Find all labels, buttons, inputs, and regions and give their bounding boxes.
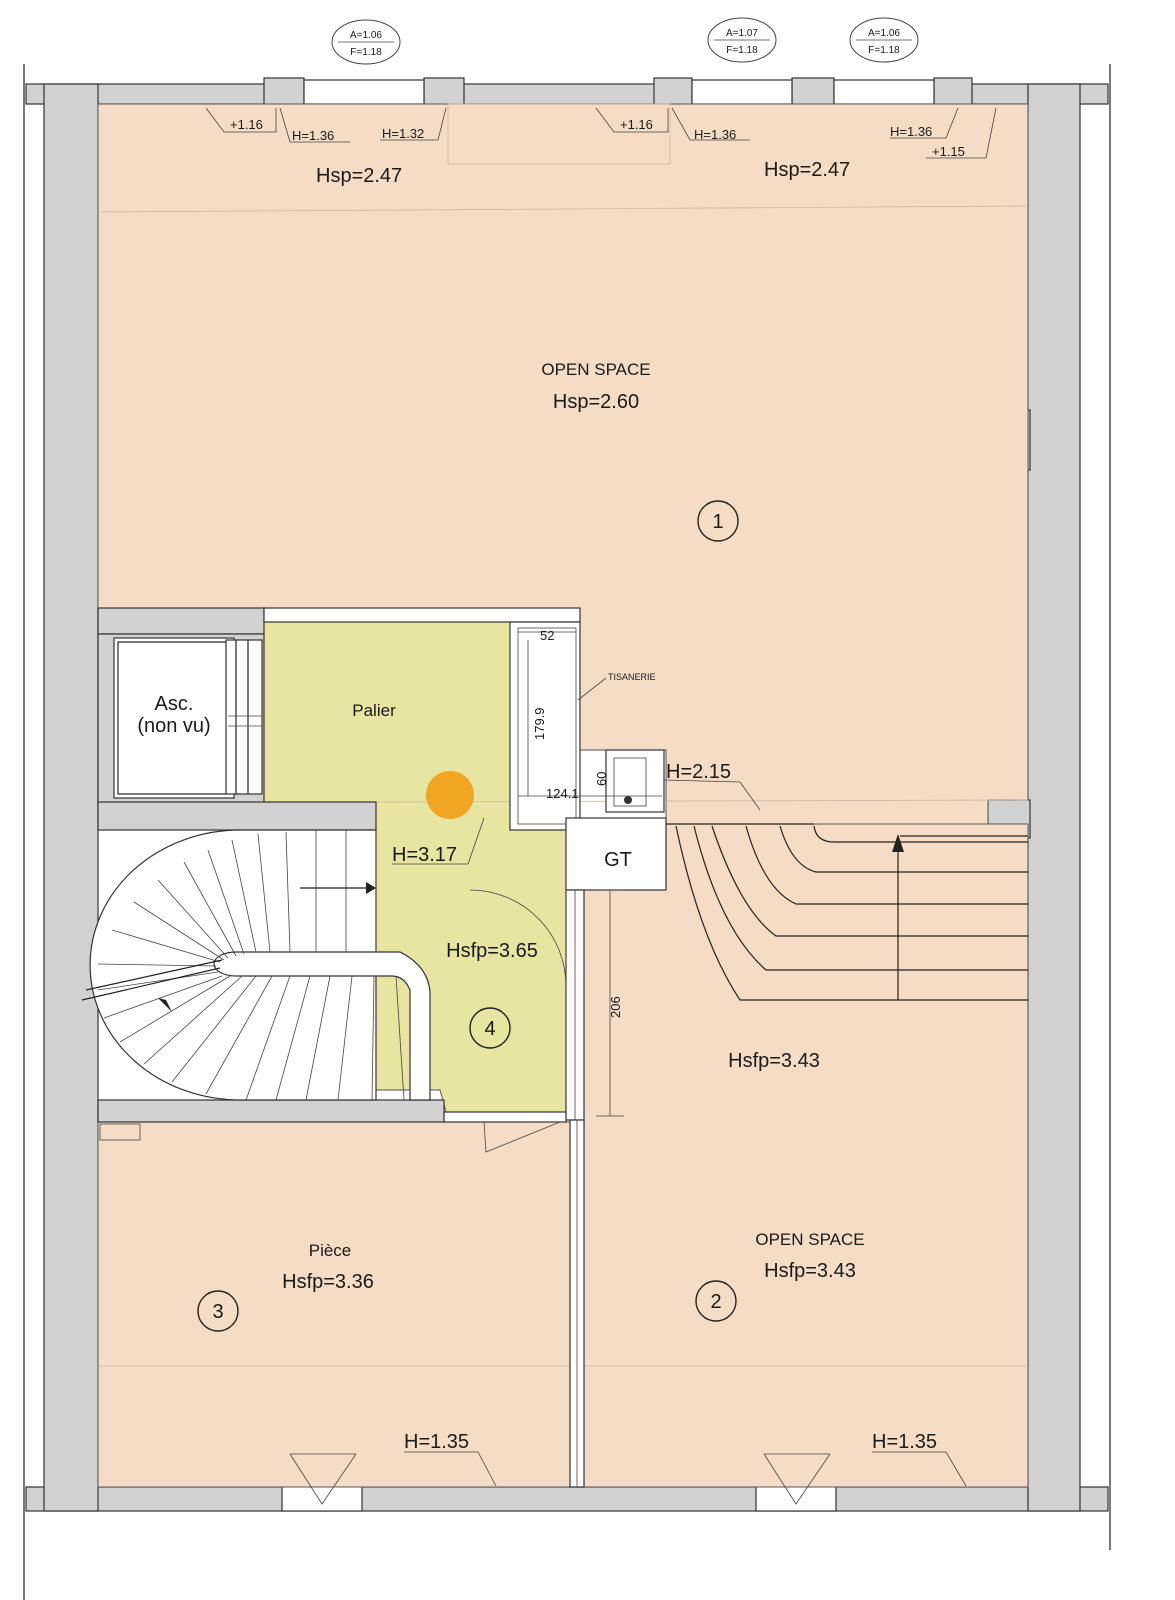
window-height-2: H=1.32 bbox=[382, 126, 424, 141]
room-3-name: Pièce bbox=[309, 1241, 352, 1260]
window-height-4: H=1.36 bbox=[890, 124, 932, 139]
dim-179: 179.9 bbox=[532, 707, 547, 740]
room-2-name: OPEN SPACE bbox=[755, 1230, 864, 1249]
room-4-number-circle bbox=[469, 1007, 511, 1049]
elevator-labels: Asc. (non vu) bbox=[137, 693, 210, 737]
marker-dot bbox=[426, 771, 474, 819]
room-2-open-space bbox=[565, 823, 1029, 1488]
window-3-f: F=1.18 bbox=[868, 45, 900, 56]
elevator-label-2: (non vu) bbox=[137, 715, 210, 737]
rooms bbox=[97, 103, 1029, 1488]
stair-lobby-labels: Hsfp=3.43 bbox=[728, 1050, 820, 1072]
room-1-name: OPEN SPACE bbox=[541, 360, 650, 379]
room-2-height: Hsfp=3.43 bbox=[764, 1260, 856, 1282]
landing-name: Palier bbox=[352, 701, 396, 720]
room-4-number: 4 bbox=[484, 1018, 495, 1040]
window-3-a: A=1.06 bbox=[868, 28, 900, 39]
window-1-f: F=1.18 bbox=[350, 47, 382, 58]
elevator-shaft bbox=[113, 637, 235, 799]
kitchenette-name: TISANERIE bbox=[608, 672, 656, 682]
sink bbox=[605, 749, 665, 813]
room-3-piece bbox=[97, 1121, 573, 1488]
room-3-height: Hsfp=3.36 bbox=[282, 1271, 374, 1293]
room-1-height: Hsp=2.60 bbox=[553, 391, 639, 413]
window-height-bottom-left: H=1.35 bbox=[404, 1431, 469, 1453]
room-1-number-circle bbox=[697, 500, 739, 542]
sill-height-2: +1.16 bbox=[620, 117, 653, 132]
window-tag-2: A=1.07 F=1.18 bbox=[707, 17, 777, 63]
room-2-number-circle bbox=[695, 1280, 737, 1322]
window-2-a: A=1.07 bbox=[726, 28, 758, 39]
dimension-labels: 52 179.9 124.1 60 206 bbox=[532, 628, 623, 1018]
top-annotations: +1.16 H=1.36 H=1.32 +1.16 H=1.36 H=1.36 … bbox=[230, 117, 965, 187]
room-2-number: 2 bbox=[710, 1291, 721, 1313]
hsp-right: Hsp=2.47 bbox=[764, 159, 850, 181]
dim-124: 124.1 bbox=[546, 786, 579, 801]
room-3-labels: Pièce Hsfp=3.36 3 bbox=[197, 1241, 374, 1332]
sill-height-1: +1.16 bbox=[230, 117, 263, 132]
dimension-lines bbox=[205, 107, 997, 1505]
stair-lobby-height: Hsfp=3.43 bbox=[728, 1050, 820, 1072]
room-3-number: 3 bbox=[212, 1301, 223, 1323]
window-2-f: F=1.18 bbox=[726, 45, 758, 56]
spiral-stair bbox=[81, 829, 431, 1101]
landing-height: H=3.17 bbox=[392, 844, 457, 866]
dim-52: 52 bbox=[540, 628, 554, 643]
dim-60: 60 bbox=[594, 772, 609, 786]
window-height-bottom-right: H=1.35 bbox=[872, 1431, 937, 1453]
window-tag-3: A=1.06 F=1.18 bbox=[849, 17, 919, 63]
kitchenette-height: H=2.15 bbox=[666, 761, 731, 783]
hsp-left: Hsp=2.47 bbox=[316, 165, 402, 187]
room-4-height: Hsfp=3.65 bbox=[446, 940, 538, 962]
room-1-labels: OPEN SPACE Hsp=2.60 1 bbox=[541, 360, 739, 542]
landing-labels: Palier H=3.17 bbox=[352, 701, 474, 866]
room-1-number: 1 bbox=[712, 511, 723, 533]
gt-cupboard bbox=[565, 817, 667, 891]
elevator-label-1: Asc. bbox=[155, 693, 194, 715]
window-1-a: A=1.06 bbox=[350, 30, 382, 41]
room-3-number-circle bbox=[197, 1290, 239, 1332]
room-4-labels: Hsfp=3.65 4 bbox=[446, 940, 538, 1049]
straight-stair bbox=[666, 823, 1028, 1001]
gt-label: GT bbox=[604, 849, 632, 871]
internal-walls bbox=[97, 607, 667, 1488]
room-2-labels: OPEN SPACE Hsfp=3.43 2 bbox=[695, 1230, 865, 1322]
sill-height-3: +1.15 bbox=[932, 144, 965, 159]
kitchenette-labels: TISANERIE H=2.15 GT bbox=[604, 672, 731, 871]
dim-206: 206 bbox=[608, 996, 623, 1018]
window-tag-1: A=1.06 F=1.18 bbox=[331, 19, 401, 65]
window-height-3: H=1.36 bbox=[694, 127, 736, 142]
window-height-1: H=1.36 bbox=[292, 128, 334, 143]
bottom-annotations: H=1.35 H=1.35 bbox=[404, 1431, 937, 1453]
walls bbox=[23, 64, 1111, 1600]
